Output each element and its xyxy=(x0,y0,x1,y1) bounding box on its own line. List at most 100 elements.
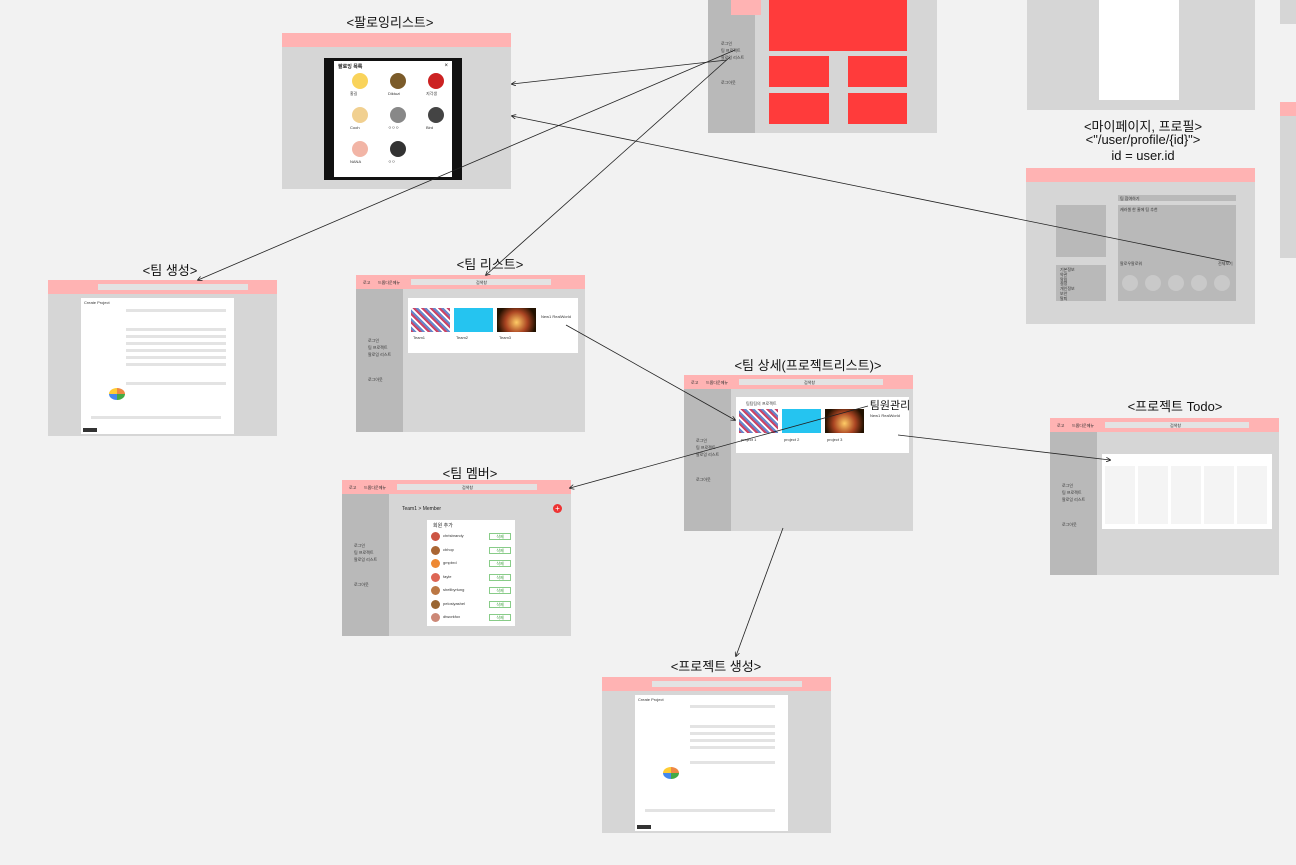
arrow xyxy=(736,527,784,656)
create-project-button[interactable] xyxy=(637,825,651,829)
member-name: dtworkfox xyxy=(443,614,461,619)
profile-menu-item[interactable]: 보안 xyxy=(1060,291,1068,296)
team-list-frame: 로고 드롭다운메뉴 검색창 로그인 팀 프로젝트 팔로잉 리스트 로그아웃 Te… xyxy=(356,275,585,432)
dropdown-menu[interactable]: 드롭다운메뉴 xyxy=(364,485,387,490)
member-name: cbhop xyxy=(443,546,454,552)
profile-menu-item[interactable]: 기본정보 xyxy=(1060,267,1075,272)
friend-avatar[interactable] xyxy=(1191,275,1207,291)
user-avatar[interactable] xyxy=(390,107,406,123)
member-avatar xyxy=(431,545,440,555)
close-icon[interactable]: × xyxy=(444,63,448,69)
team-create-form: Create Project xyxy=(81,298,234,434)
edge-frame-2 xyxy=(1280,102,1296,258)
side-item-following[interactable]: 팔로잉 리스트 xyxy=(696,452,720,457)
carousel-text: 캐러셀 한 줄에 팀 추천 xyxy=(1120,207,1158,212)
side-item-following[interactable]: 팔로잉 리스트 xyxy=(721,55,745,60)
user-name: ㅇㅇㅇ xyxy=(388,125,400,130)
side-item-team[interactable]: 팀 프로젝트 xyxy=(354,550,374,555)
friend-avatar[interactable] xyxy=(1214,275,1230,291)
logo[interactable]: 로고 xyxy=(349,485,357,490)
team-card[interactable]: Team3 xyxy=(499,335,512,340)
friend-avatar[interactable] xyxy=(1145,275,1161,291)
logo[interactable]: 로고 xyxy=(691,380,699,385)
side-item-team[interactable]: 팀 프로젝트 xyxy=(721,48,741,53)
user-avatar[interactable] xyxy=(390,73,406,89)
breadcrumb: Team1 > Member xyxy=(402,506,442,512)
remove-member-button[interactable]: 삭제 xyxy=(489,533,511,540)
side-item-logout[interactable]: 로그아웃 xyxy=(721,80,736,85)
dropdown-menu[interactable]: 드롭다운메뉴 xyxy=(1072,423,1095,428)
side-item-logout[interactable]: 로그아웃 xyxy=(696,477,711,482)
remove-member-button[interactable]: 삭제 xyxy=(489,614,511,621)
following-label: 팔로우팔로워 xyxy=(1120,261,1143,266)
logo[interactable]: 로고 xyxy=(1057,423,1065,428)
team-card[interactable]: Team2 xyxy=(456,335,469,340)
side-item-team[interactable]: 팀 프로젝트 xyxy=(1062,490,1082,495)
profile-menu-item[interactable]: 탈퇴 xyxy=(1060,295,1068,301)
user-avatar[interactable] xyxy=(390,141,406,157)
search-input[interactable]: 검색창 xyxy=(476,280,488,285)
user-avatar[interactable] xyxy=(428,107,444,123)
member-avatar xyxy=(431,586,440,595)
side-item-following[interactable]: 팔로잉 리스트 xyxy=(1062,497,1086,502)
remove-member-button[interactable]: 삭제 xyxy=(489,560,511,567)
search-input[interactable]: 검색창 xyxy=(804,380,816,385)
title-mypage-2: <"/user/profile/{id}"> xyxy=(1085,132,1201,147)
edge-frame-1 xyxy=(1280,0,1296,24)
side-item-logout[interactable]: 로그아웃 xyxy=(354,582,369,587)
project-card[interactable]: project 3 xyxy=(827,437,843,442)
side-item-login[interactable]: 로그인 xyxy=(696,438,708,443)
dropdown-menu[interactable]: 드롭다운메뉴 xyxy=(378,280,401,285)
user-name: Bird xyxy=(426,125,434,130)
side-item-login[interactable]: 로그인 xyxy=(354,543,366,548)
remove-member-button[interactable]: 삭제 xyxy=(489,600,511,608)
remove-member-button[interactable]: 삭제 xyxy=(489,546,511,554)
side-item-following[interactable]: 팔로잉 리스트 xyxy=(354,557,378,562)
project-create-form: Create Project xyxy=(635,695,788,831)
user-avatar[interactable] xyxy=(352,73,368,89)
project-create-frame: Create Project xyxy=(602,677,831,833)
member-avatar xyxy=(431,559,440,568)
member-name: fayle xyxy=(443,573,452,579)
friend-avatar[interactable] xyxy=(1168,275,1184,291)
side-item-login[interactable]: 로그인 xyxy=(368,338,380,343)
follow-popup-title: 팔로잉 목록 xyxy=(338,64,363,70)
new-project-card[interactable]: New1 RealWorld xyxy=(870,413,900,418)
side-item-login[interactable]: 로그인 xyxy=(721,41,733,46)
remove-member-button[interactable]: 삭제 xyxy=(489,587,511,594)
side-item-team[interactable]: 팀 프로젝트 xyxy=(368,345,388,350)
project-card[interactable]: project 2 xyxy=(784,437,800,442)
member-avatar xyxy=(431,532,440,541)
friend-avatar[interactable] xyxy=(1122,275,1138,291)
logo[interactable]: 로고 xyxy=(363,280,371,285)
profile-menu-item[interactable]: 개인정보 xyxy=(1060,286,1075,292)
side-item-following[interactable]: 팔로잉 리스트 xyxy=(368,352,392,357)
new-team-card[interactable]: New1 RealWorld xyxy=(541,314,571,319)
user-avatar[interactable] xyxy=(352,107,368,123)
profile-menu-item[interactable]: 알림 xyxy=(1060,276,1068,282)
member-name: pelosiyashel xyxy=(443,600,466,606)
side-item-logout[interactable]: 로그아웃 xyxy=(368,377,383,382)
create-team-button[interactable] xyxy=(83,428,97,432)
user-avatar[interactable] xyxy=(352,141,368,157)
team-admin-annotation: 팀원관리 xyxy=(869,400,911,412)
placeholder-box xyxy=(769,93,829,124)
profile-menu-item[interactable]: 설정 xyxy=(1060,281,1068,287)
project-card[interactable]: project 1 xyxy=(741,437,757,442)
search-input[interactable]: 검색창 xyxy=(1170,423,1182,428)
side-item-team[interactable]: 팀 프로젝트 xyxy=(696,445,716,450)
member-name: shellbyrlung xyxy=(443,587,465,592)
side-item-logout[interactable]: 로그아웃 xyxy=(1062,522,1077,527)
remove-member-button[interactable]: 삭제 xyxy=(489,573,511,581)
dropdown-menu[interactable]: 드롭다운메뉴 xyxy=(706,380,729,385)
side-item-login[interactable]: 로그인 xyxy=(1062,483,1074,488)
member-avatar xyxy=(431,613,440,622)
team-card[interactable]: Team1 xyxy=(413,335,426,340)
title-project-create: <프로젝트 생성> xyxy=(670,659,762,674)
profile-menu-item[interactable]: 약관 xyxy=(1060,271,1068,277)
add-member-button[interactable]: + xyxy=(553,504,562,513)
user-avatar[interactable] xyxy=(428,73,444,89)
join-team-button[interactable]: 팀 참여하기 xyxy=(1120,196,1140,201)
view-all-link[interactable]: 전체보기 xyxy=(1218,261,1233,266)
search-input[interactable]: 검색창 xyxy=(462,485,474,490)
